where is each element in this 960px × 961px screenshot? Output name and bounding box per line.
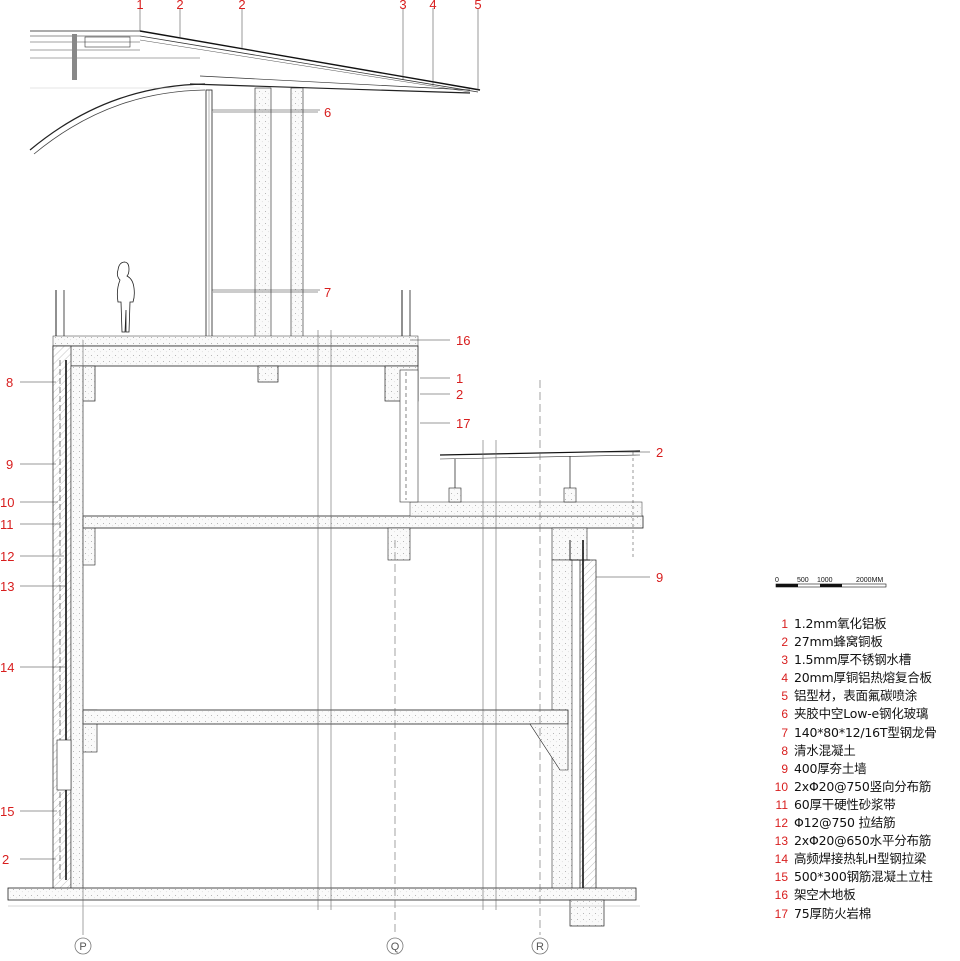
callout-left-13: 13 <box>0 579 14 594</box>
material-legend: 1 1.2mm氧化铝板 2 27mm蜂窝铜板 3 1.5mm厚不锈钢水槽 4 20mm厚铜铝热… <box>772 613 960 921</box>
callout-left-2: 2 <box>2 852 9 867</box>
legend-item: 8 清水混凝土 <box>772 740 960 758</box>
legend-text: 铝型材，表面氟碳喷涂 <box>794 688 918 704</box>
callout-glass: 6 <box>324 105 331 120</box>
legend-number: 15 <box>774 870 788 885</box>
legend-item: 9 400厚夯土墙 <box>772 758 960 776</box>
scale-tick-2000: 2000MM <box>856 577 883 584</box>
right-wall <box>551 540 597 896</box>
legend-item: 13 2xΦ20@650水平分布筋 <box>772 830 960 848</box>
legend-number: 10 <box>774 779 788 794</box>
axis-label-q: Q <box>391 941 400 953</box>
legend-item: 4 20mm厚铜铝热熔复合板 <box>772 667 960 685</box>
axis-label-p: P <box>79 941 86 953</box>
legend-item: 11 60厚干硬性砂浆带 <box>772 794 960 812</box>
lower-slab <box>82 709 569 771</box>
upper-slab <box>52 290 419 402</box>
legend-text: 500*300钢筋混凝土立柱 <box>794 869 933 885</box>
callout-left-8: 8 <box>6 375 13 390</box>
legend-text: 2xΦ20@750竖向分布筋 <box>794 778 932 794</box>
legend-item: 7 140*80*12/16T型钢龙骨 <box>772 722 960 740</box>
ground-slab <box>7 887 640 927</box>
legend-text: 清水混凝土 <box>794 742 856 758</box>
legend-number: 4 <box>781 671 788 686</box>
scale-tick-0: 0 <box>775 577 779 584</box>
legend-number: 14 <box>774 852 788 867</box>
legend-text: 2xΦ20@650水平分布筋 <box>794 833 932 849</box>
scale-bar <box>775 583 887 588</box>
scale-tick-500: 500 <box>797 577 809 584</box>
legend-number: 9 <box>781 761 788 776</box>
legend-text: 高频焊接热轧H型钢拉梁 <box>794 851 927 867</box>
callout-top-2: 2 <box>176 0 183 12</box>
legend-text: Φ12@750 拉结筋 <box>794 815 896 831</box>
callout-steel: 7 <box>324 285 331 300</box>
callout-rockwool: 17 <box>456 416 470 431</box>
legend-number: 17 <box>774 906 788 921</box>
axis-bubble-q <box>386 937 404 955</box>
legend-text: 1.5mm厚不锈钢水槽 <box>794 652 912 668</box>
callout-left-9: 9 <box>6 457 13 472</box>
legend-number: 6 <box>781 707 788 722</box>
legend-text: 1.2mm氧化铝板 <box>794 616 887 631</box>
legend-number: 11 <box>775 797 788 812</box>
mid-slab <box>82 369 644 561</box>
axis-label-r: R <box>536 941 544 953</box>
callout-top-5: 4 <box>429 0 436 12</box>
legend-item: 2 27mm蜂窝铜板 <box>772 631 960 649</box>
leader-lines <box>20 8 650 860</box>
legend-item: 1 1.2mm氧化铝板 <box>772 613 960 631</box>
callout-copper: 2 <box>456 387 463 402</box>
legend-number: 16 <box>774 888 788 903</box>
axis-bubble-r <box>531 937 549 955</box>
legend-item: 5 铝型材，表面氟碳喷涂 <box>772 685 960 703</box>
callout-right-wall: 9 <box>656 570 663 585</box>
callout-top-1: 1 <box>136 0 143 12</box>
legend-text: 夹胶中空Low-e钢化玻璃 <box>794 706 929 722</box>
callout-left-12: 12 <box>0 549 14 564</box>
callout-left-15: 15 <box>0 804 14 819</box>
legend-text: 400厚夯土墙 <box>794 760 867 776</box>
legend-item: 3 1.5mm厚不锈钢水槽 <box>772 649 960 667</box>
legend-item: 15 500*300钢筋混凝土立柱 <box>772 866 960 884</box>
legend-text: 27mm蜂窝铜板 <box>794 634 883 650</box>
legend-item: 17 75厚防火岩棉 <box>772 903 960 921</box>
legend-text: 60厚干硬性砂浆带 <box>794 796 896 812</box>
callout-top-3: 2 <box>238 0 245 12</box>
callout-floor: 16 <box>456 333 470 348</box>
callout-left-11: 11 <box>0 517 14 532</box>
axis-bubble-p <box>74 937 92 955</box>
legend-item: 12 Φ12@750 拉结筋 <box>772 812 960 830</box>
legend-number: 12 <box>774 816 788 831</box>
left-wall <box>52 345 98 892</box>
callout-top-6: 5 <box>474 0 481 12</box>
callout-left-14: 14 <box>0 660 14 675</box>
legend-number: 5 <box>781 689 788 704</box>
legend-item: 6 夹胶中空Low-e钢化玻璃 <box>772 703 960 721</box>
legend-text: 75厚防火岩棉 <box>794 905 872 921</box>
legend-text: 20mm厚铜铝热熔复合板 <box>794 670 932 686</box>
callout-canopy-copper: 2 <box>656 445 663 460</box>
legend-text: 架空木地板 <box>794 887 856 903</box>
legend-number: 2 <box>781 635 788 650</box>
legend-item: 14 高频焊接热轧H型钢拉梁 <box>772 848 960 866</box>
curtain-wall-mullions <box>205 87 320 341</box>
legend-text: 140*80*12/16T型钢龙骨 <box>794 724 937 740</box>
callout-left-10: 10 <box>0 495 14 510</box>
legend-number: 7 <box>781 725 788 740</box>
roof-canopy <box>29 30 481 155</box>
callout-top-4: 3 <box>399 0 406 12</box>
legend-item: 16 架空木地板 <box>772 884 960 902</box>
legend-number: 1 <box>781 617 788 631</box>
legend-number: 8 <box>781 743 788 758</box>
legend-number: 13 <box>774 834 788 849</box>
grid-lines <box>82 330 541 935</box>
legend-item: 10 2xΦ20@750竖向分布筋 <box>772 776 960 794</box>
scale-tick-1000: 1000 <box>817 577 833 584</box>
callout-aluminium: 1 <box>456 371 463 386</box>
legend-number: 3 <box>781 653 788 668</box>
person-silhouette <box>116 261 135 333</box>
